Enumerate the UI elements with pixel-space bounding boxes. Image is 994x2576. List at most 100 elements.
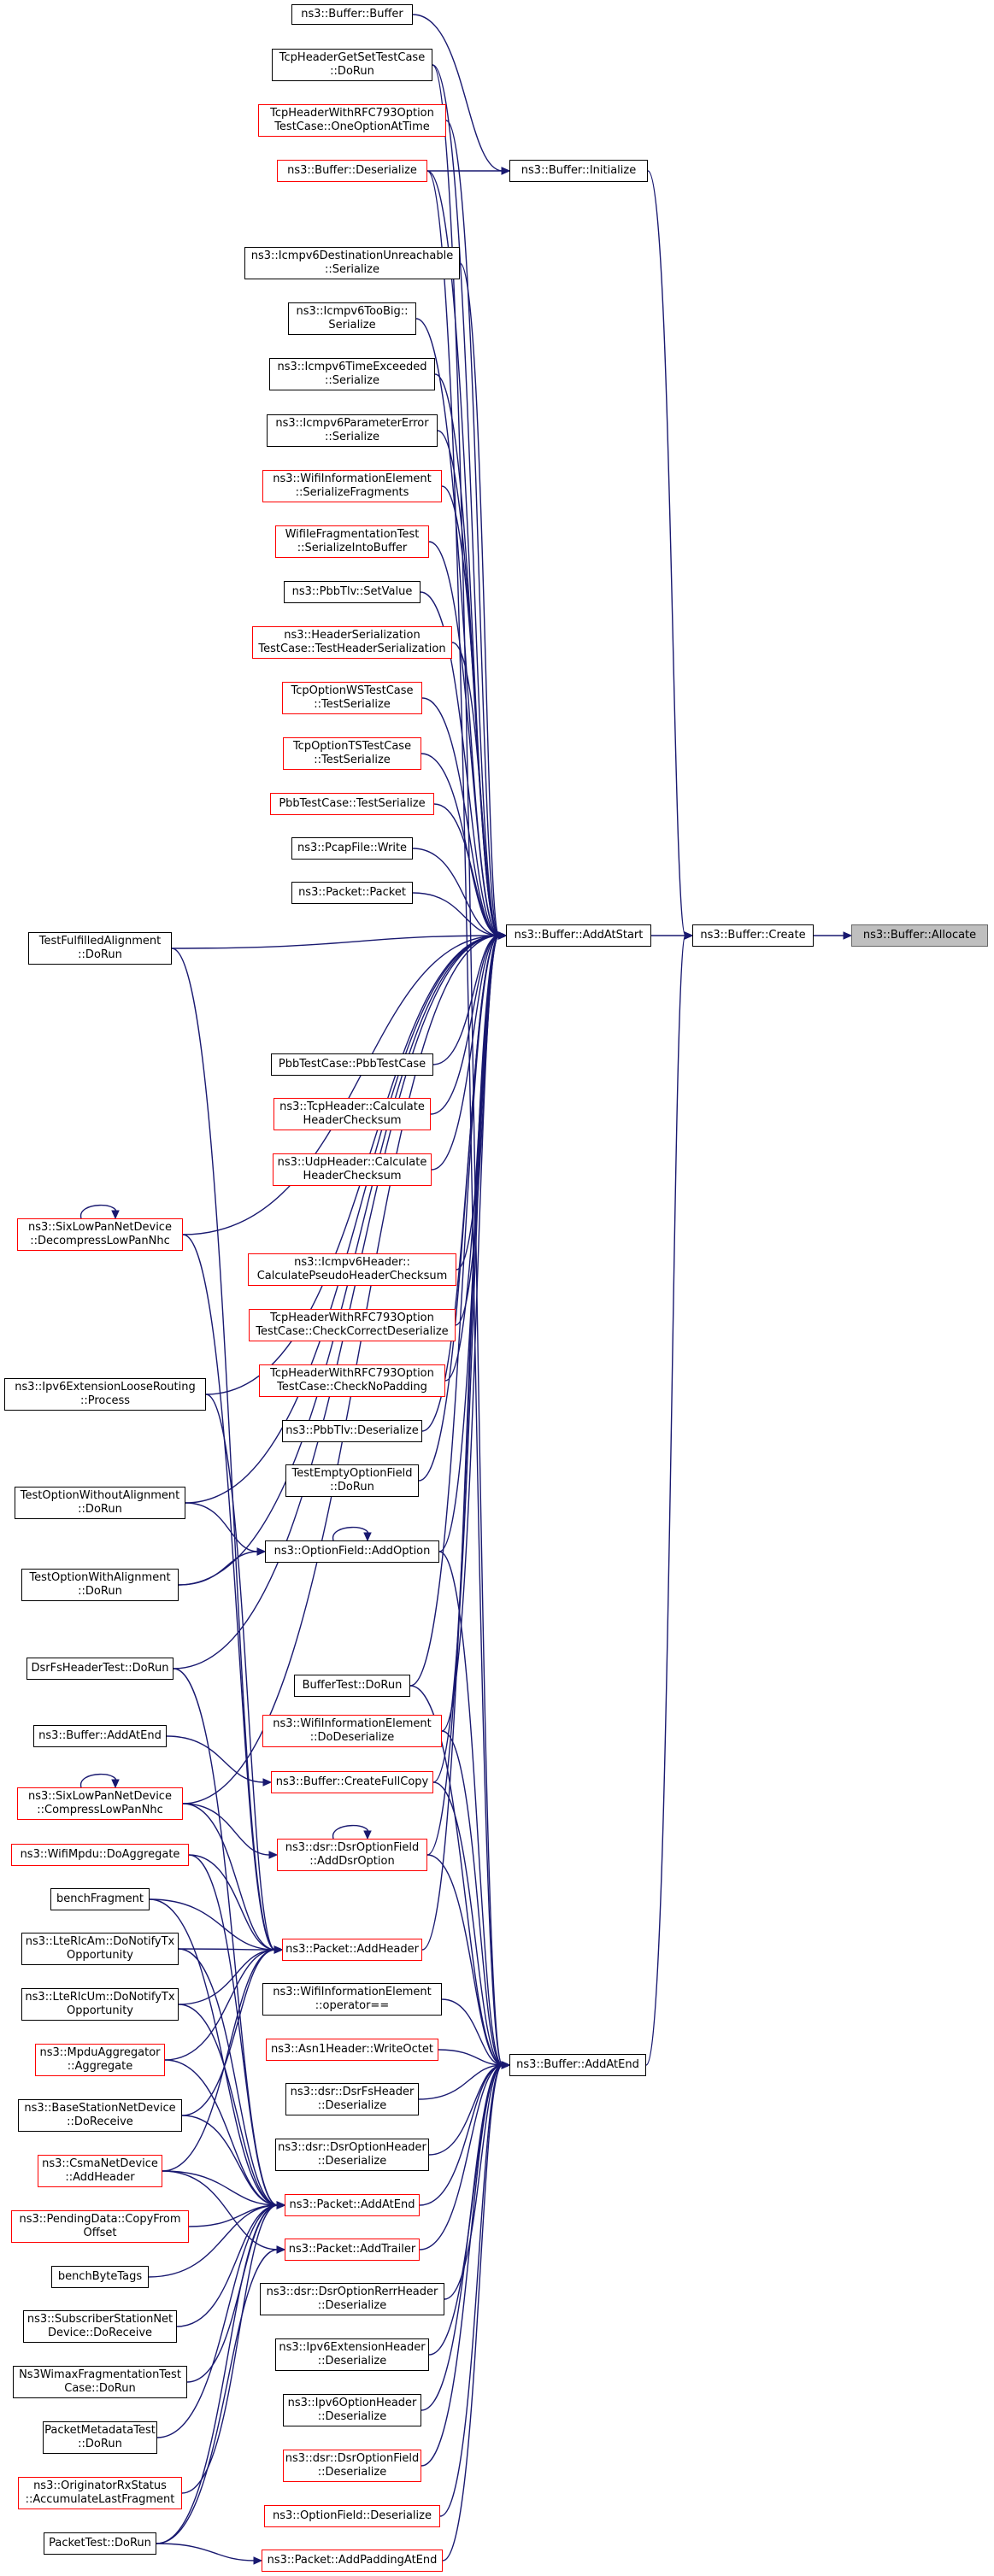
edge-arrowhead [253, 2556, 263, 2565]
node-ns3wimaxfragmentationtest-case-dorun[interactable]: Ns3WimaxFragmentationTest Case::DoRun [13, 2366, 187, 2398]
node-ns3-icmpv6destinationunreachable-serialize[interactable]: ns3::Icmpv6DestinationUnreachable ::Seri… [244, 247, 460, 279]
node-ns3-mpduaggregator-aggregate[interactable]: ns3::MpduAggregator ::Aggregate [35, 2044, 165, 2076]
edge-ns3-pcapfile-write-to-ns3-buffer-addatstart [412, 848, 500, 936]
edge-ns3-sixlowpannetdevice-decompresslowpannhc-to-ns3-sixlowpannetdevice-decompresslowpannhc [80, 1204, 117, 1219]
node-ns3-udpheader-calculate-headerchecksum[interactable]: ns3::UdpHeader::Calculate HeaderChecksum [273, 1153, 432, 1186]
node-ns3-lterlcum-donotifytx-opportunity[interactable]: ns3::LteRlcUm::DoNotifyTx Opportunity [21, 1988, 179, 2021]
node-ns3-ipv6extensionheader-deserialize[interactable]: ns3::Ipv6ExtensionHeader ::Deserialize [275, 2338, 429, 2371]
edge-ns3-ipv6optionheader-deserialize-to-ns3-buffer-addatend [421, 2064, 503, 2411]
node-ns3-subscriberstationnet-device-doreceive[interactable]: ns3::SubscriberStationNet Device::DoRece… [23, 2310, 177, 2343]
node-ns3-icmpv6header-calculatepseudoheaderchecksum[interactable]: ns3::Icmpv6Header:: CalculatePseudoHeade… [248, 1253, 456, 1286]
edge-ns3-originatorrxstatus-accumulatelastfragment-to-ns3-packet-addatend [181, 2204, 279, 2494]
node-ns3-buffer-buffer[interactable]: ns3::Buffer::Buffer [291, 4, 413, 25]
node-ns3-packet-packet[interactable]: ns3::Packet::Packet [291, 882, 413, 904]
node-ns3-dsr-dsroptionheader-deserialize[interactable]: ns3::dsr::DsrOptionHeader ::Deserialize [275, 2139, 429, 2171]
node-testoptionwithoutalignment-dorun[interactable]: TestOptionWithoutAlignment ::DoRun [15, 1487, 185, 1519]
node-buffertest-dorun[interactable]: BufferTest::DoRun [294, 1675, 410, 1697]
edge-ns3-mpduaggregator-aggregate-to-ns3-packet-addheader [164, 1949, 276, 2061]
edge-ns3-csmanetdevice-addheader-to-ns3-packet-addatend [162, 2170, 279, 2206]
edge-ns3-icmpv6destinationunreachable-serialize-to-ns3-buffer-addatstart [459, 262, 500, 936]
node-ns3-optionfield-deserialize[interactable]: ns3::OptionField::Deserialize [264, 2505, 440, 2527]
node-ns3-buffer-createfullcopy[interactable]: ns3::Buffer::CreateFullCopy [271, 1771, 433, 1793]
edge-arrowhead [276, 2245, 286, 2254]
node-ns3-dsr-dsroptionfield-adddsroption[interactable]: ns3::dsr::DsrOptionField ::AddDsrOption [277, 1839, 427, 1871]
node-ns3-sixlowpannetdevice-decompresslowpannhc[interactable]: ns3::SixLowPanNetDevice ::DecompressLowP… [17, 1218, 183, 1251]
edge-ns3-asn1header-writeoctet-to-ns3-buffer-addatend [438, 2049, 503, 2066]
edge-ns3-wifiinformationelement-operator-to-ns3-buffer-addatend [441, 1998, 503, 2066]
node-ns3-packet-addtrailer[interactable]: ns3::Packet::AddTrailer [285, 2239, 420, 2261]
node-ns3-basestationnetdevice-doreceive[interactable]: ns3::BaseStationNetDevice ::DoReceive [18, 2099, 182, 2132]
node-ns3-headerserialization-testcase-testheaderserialization[interactable]: ns3::HeaderSerialization TestCase::TestH… [252, 626, 452, 659]
node-tcpheadergetsettestcase-dorun[interactable]: TcpHeaderGetSetTestCase ::DoRun [272, 49, 432, 81]
edge-ns3-sixlowpannetdevice-compresslowpannhc-to-ns3-packet-addheader [182, 1803, 276, 1951]
edge-ns3-basestationnetdevice-doreceive-to-ns3-packet-addatend [181, 2115, 279, 2206]
edge-benchfragment-to-ns3-packet-addheader [149, 1898, 276, 1951]
edge-ns3-optionfield-addoption-to-ns3-buffer-addatend [438, 1551, 503, 2066]
node-ns3-wifiinformationelement-operator[interactable]: ns3::WifiInformationElement ::operator== [262, 1983, 442, 2016]
node-testoptionwithalignment-dorun[interactable]: TestOptionWithAlignment ::DoRun [21, 1569, 179, 1601]
node-pbbtestcase-pbbtestcase[interactable]: PbbTestCase::PbbTestCase [271, 1053, 433, 1076]
node-dsrfsheadertest-dorun[interactable]: DsrFsHeaderTest::DoRun [26, 1658, 174, 1680]
edge-arrowhead [256, 1547, 267, 1556]
edge-testoptionwithoutalignment-dorun-to-ns3-buffer-addatstart [185, 935, 500, 1504]
edge-ns3-buffer-buffer-to-ns3-buffer-initialize [412, 14, 503, 172]
node-ns3-buffer-create[interactable]: ns3::Buffer::Create [692, 924, 814, 947]
node-ns3-buffer-addatend[interactable]: ns3::Buffer::AddAtEnd [33, 1725, 167, 1747]
edge-arrowhead [363, 1532, 372, 1542]
edge-ns3-packet-packet-to-ns3-buffer-addatstart [412, 892, 500, 936]
node-testemptyoptionfield-dorun[interactable]: TestEmptyOptionField ::DoRun [285, 1464, 419, 1497]
node-ns3-pcapfile-write[interactable]: ns3::PcapFile::Write [291, 837, 413, 860]
edge-dsrfsheadertest-dorun-to-ns3-packet-addatend [173, 1668, 279, 2206]
node-packetmetadatatest-dorun[interactable]: PacketMetadataTest ::DoRun [43, 2421, 157, 2454]
node-ns3-pendingdata-copyfrom-offset[interactable]: ns3::PendingData::CopyFrom Offset [11, 2210, 189, 2243]
node-ns3-dsr-dsrfsheader-deserialize[interactable]: ns3::dsr::DsrFsHeader ::Deserialize [285, 2083, 419, 2115]
node-ns3-pbbtlv-deserialize[interactable]: ns3::PbbTlv::Deserialize [282, 1420, 422, 1442]
edge-ns3-buffer-initialize-to-ns3-buffer-create [647, 170, 686, 936]
node-ns3-icmpv6parametererror-serialize[interactable]: ns3::Icmpv6ParameterError ::Serialize [267, 414, 438, 447]
node-ns3-buffer-initialize[interactable]: ns3::Buffer::Initialize [509, 160, 648, 182]
node-benchfragment[interactable]: benchFragment [50, 1888, 150, 1910]
edge-ns3-buffer-createfullcopy-to-ns3-buffer-addatend [432, 1781, 503, 2066]
node-ns3-buffer-deserialize[interactable]: ns3::Buffer::Deserialize [277, 160, 427, 182]
edge-tcpheaderwithrfc793option-testcase-oneoptionattime-to-ns3-buffer-addatstart [445, 120, 500, 936]
node-ns3-ipv6optionheader-deserialize[interactable]: ns3::Ipv6OptionHeader ::Deserialize [283, 2394, 421, 2426]
edge-benchbytetags-to-ns3-packet-addatend [148, 2204, 279, 2278]
node-ns3-pbbtlv-setvalue[interactable]: ns3::PbbTlv::SetValue [284, 581, 421, 603]
node-ns3-icmpv6toobig-serialize[interactable]: ns3::Icmpv6TooBig:: Serialize [288, 302, 416, 335]
node-tcpoptionwstestcase-testserialize[interactable]: TcpOptionWSTestCase ::TestSerialize [282, 682, 422, 714]
node-ns3-wifiinformationelement-dodeserialize[interactable]: ns3::WifiInformationElement ::DoDeserial… [262, 1715, 442, 1747]
node-ns3-csmanetdevice-addheader[interactable]: ns3::CsmaNetDevice ::AddHeader [38, 2155, 162, 2187]
node-wifiiefragmentationtest-serializeintobuffer[interactable]: WifiIeFragmentationTest ::SerializeIntoB… [275, 525, 429, 558]
node-ns3-ipv6extensionlooserouting-process[interactable]: ns3::Ipv6ExtensionLooseRouting ::Process [4, 1378, 206, 1411]
node-pbbtestcase-testserialize[interactable]: PbbTestCase::TestSerialize [270, 793, 434, 815]
node-ns3-tcpheader-calculate-headerchecksum[interactable]: ns3::TcpHeader::Calculate HeaderChecksum [273, 1098, 431, 1130]
node-tcpoptiontstestcase-testserialize[interactable]: TcpOptionTSTestCase ::TestSerialize [283, 737, 421, 770]
node-ns3-optionfield-addoption[interactable]: ns3::OptionField::AddOption [265, 1540, 439, 1563]
node-ns3-buffer-addatend[interactable]: ns3::Buffer::AddAtEnd [509, 2054, 646, 2076]
node-ns3-buffer-addatstart[interactable]: ns3::Buffer::AddAtStart [506, 924, 651, 947]
edge-ns3-packet-addtrailer-to-ns3-buffer-addatend [419, 2064, 503, 2250]
node-ns3-packet-addpaddingatend[interactable]: ns3::Packet::AddPaddingAtEnd [262, 2550, 443, 2572]
node-ns3-lterlcam-donotifytx-opportunity[interactable]: ns3::LteRlcAm::DoNotifyTx Opportunity [21, 1933, 179, 1965]
node-packettest-dorun[interactable]: PacketTest::DoRun [44, 2532, 156, 2555]
node-benchbytetags[interactable]: benchByteTags [51, 2266, 149, 2288]
edge-arrowhead [262, 1778, 273, 1787]
node-ns3-wifiinformationelement-serializefragments[interactable]: ns3::WifiInformationElement ::SerializeF… [262, 470, 442, 502]
node-ns3-icmpv6timeexceeded-serialize[interactable]: ns3::Icmpv6TimeExceeded ::Serialize [269, 358, 435, 390]
node-ns3-dsr-dsroptionfield-deserialize[interactable]: ns3::dsr::DsrOptionField ::Deserialize [283, 2450, 421, 2482]
node-ns3-packet-addheader[interactable]: ns3::Packet::AddHeader [282, 1939, 422, 1961]
edge-arrowhead [268, 1851, 279, 1859]
node-testfulfilledalignment-dorun[interactable]: TestFulfilledAlignment ::DoRun [28, 932, 172, 965]
edge-ns3-headerserialization-testcase-testheaderserialization-to-ns3-buffer-addatstart [451, 642, 500, 936]
node-ns3-dsr-dsroptionrerrheader-deserialize[interactable]: ns3::dsr::DsrOptionRerrHeader ::Deserial… [260, 2283, 444, 2315]
node-ns3-wifimpdu-doaggregate[interactable]: ns3::WifiMpdu::DoAggregate [11, 1844, 189, 1866]
node-ns3-originatorrxstatus-accumulatelastfragment[interactable]: ns3::OriginatorRxStatus ::AccumulateLast… [18, 2477, 182, 2509]
node-ns3-packet-addatend[interactable]: ns3::Packet::AddAtEnd [285, 2194, 420, 2216]
node-tcpheaderwithrfc793option-testcase-oneoptionattime[interactable]: TcpHeaderWithRFC793Option TestCase::OneO… [258, 104, 446, 137]
node-ns3-asn1header-writeoctet[interactable]: ns3::Asn1Header::WriteOctet [266, 2039, 438, 2061]
node-tcpheaderwithrfc793option-testcase-checkcorrectdeserialize[interactable]: TcpHeaderWithRFC793Option TestCase::Chec… [249, 1309, 456, 1341]
edge-pbbtestcase-testserialize-to-ns3-buffer-addatstart [433, 803, 500, 936]
node-tcpheaderwithrfc793option-testcase-checknopadding[interactable]: TcpHeaderWithRFC793Option TestCase::Chec… [259, 1364, 445, 1397]
node-ns3-sixlowpannetdevice-compresslowpannhc[interactable]: ns3::SixLowPanNetDevice ::CompressLowPan… [17, 1787, 183, 1820]
edge-ns3-dsr-dsroptionrerrheader-deserialize-to-ns3-buffer-addatend [444, 2064, 503, 2300]
